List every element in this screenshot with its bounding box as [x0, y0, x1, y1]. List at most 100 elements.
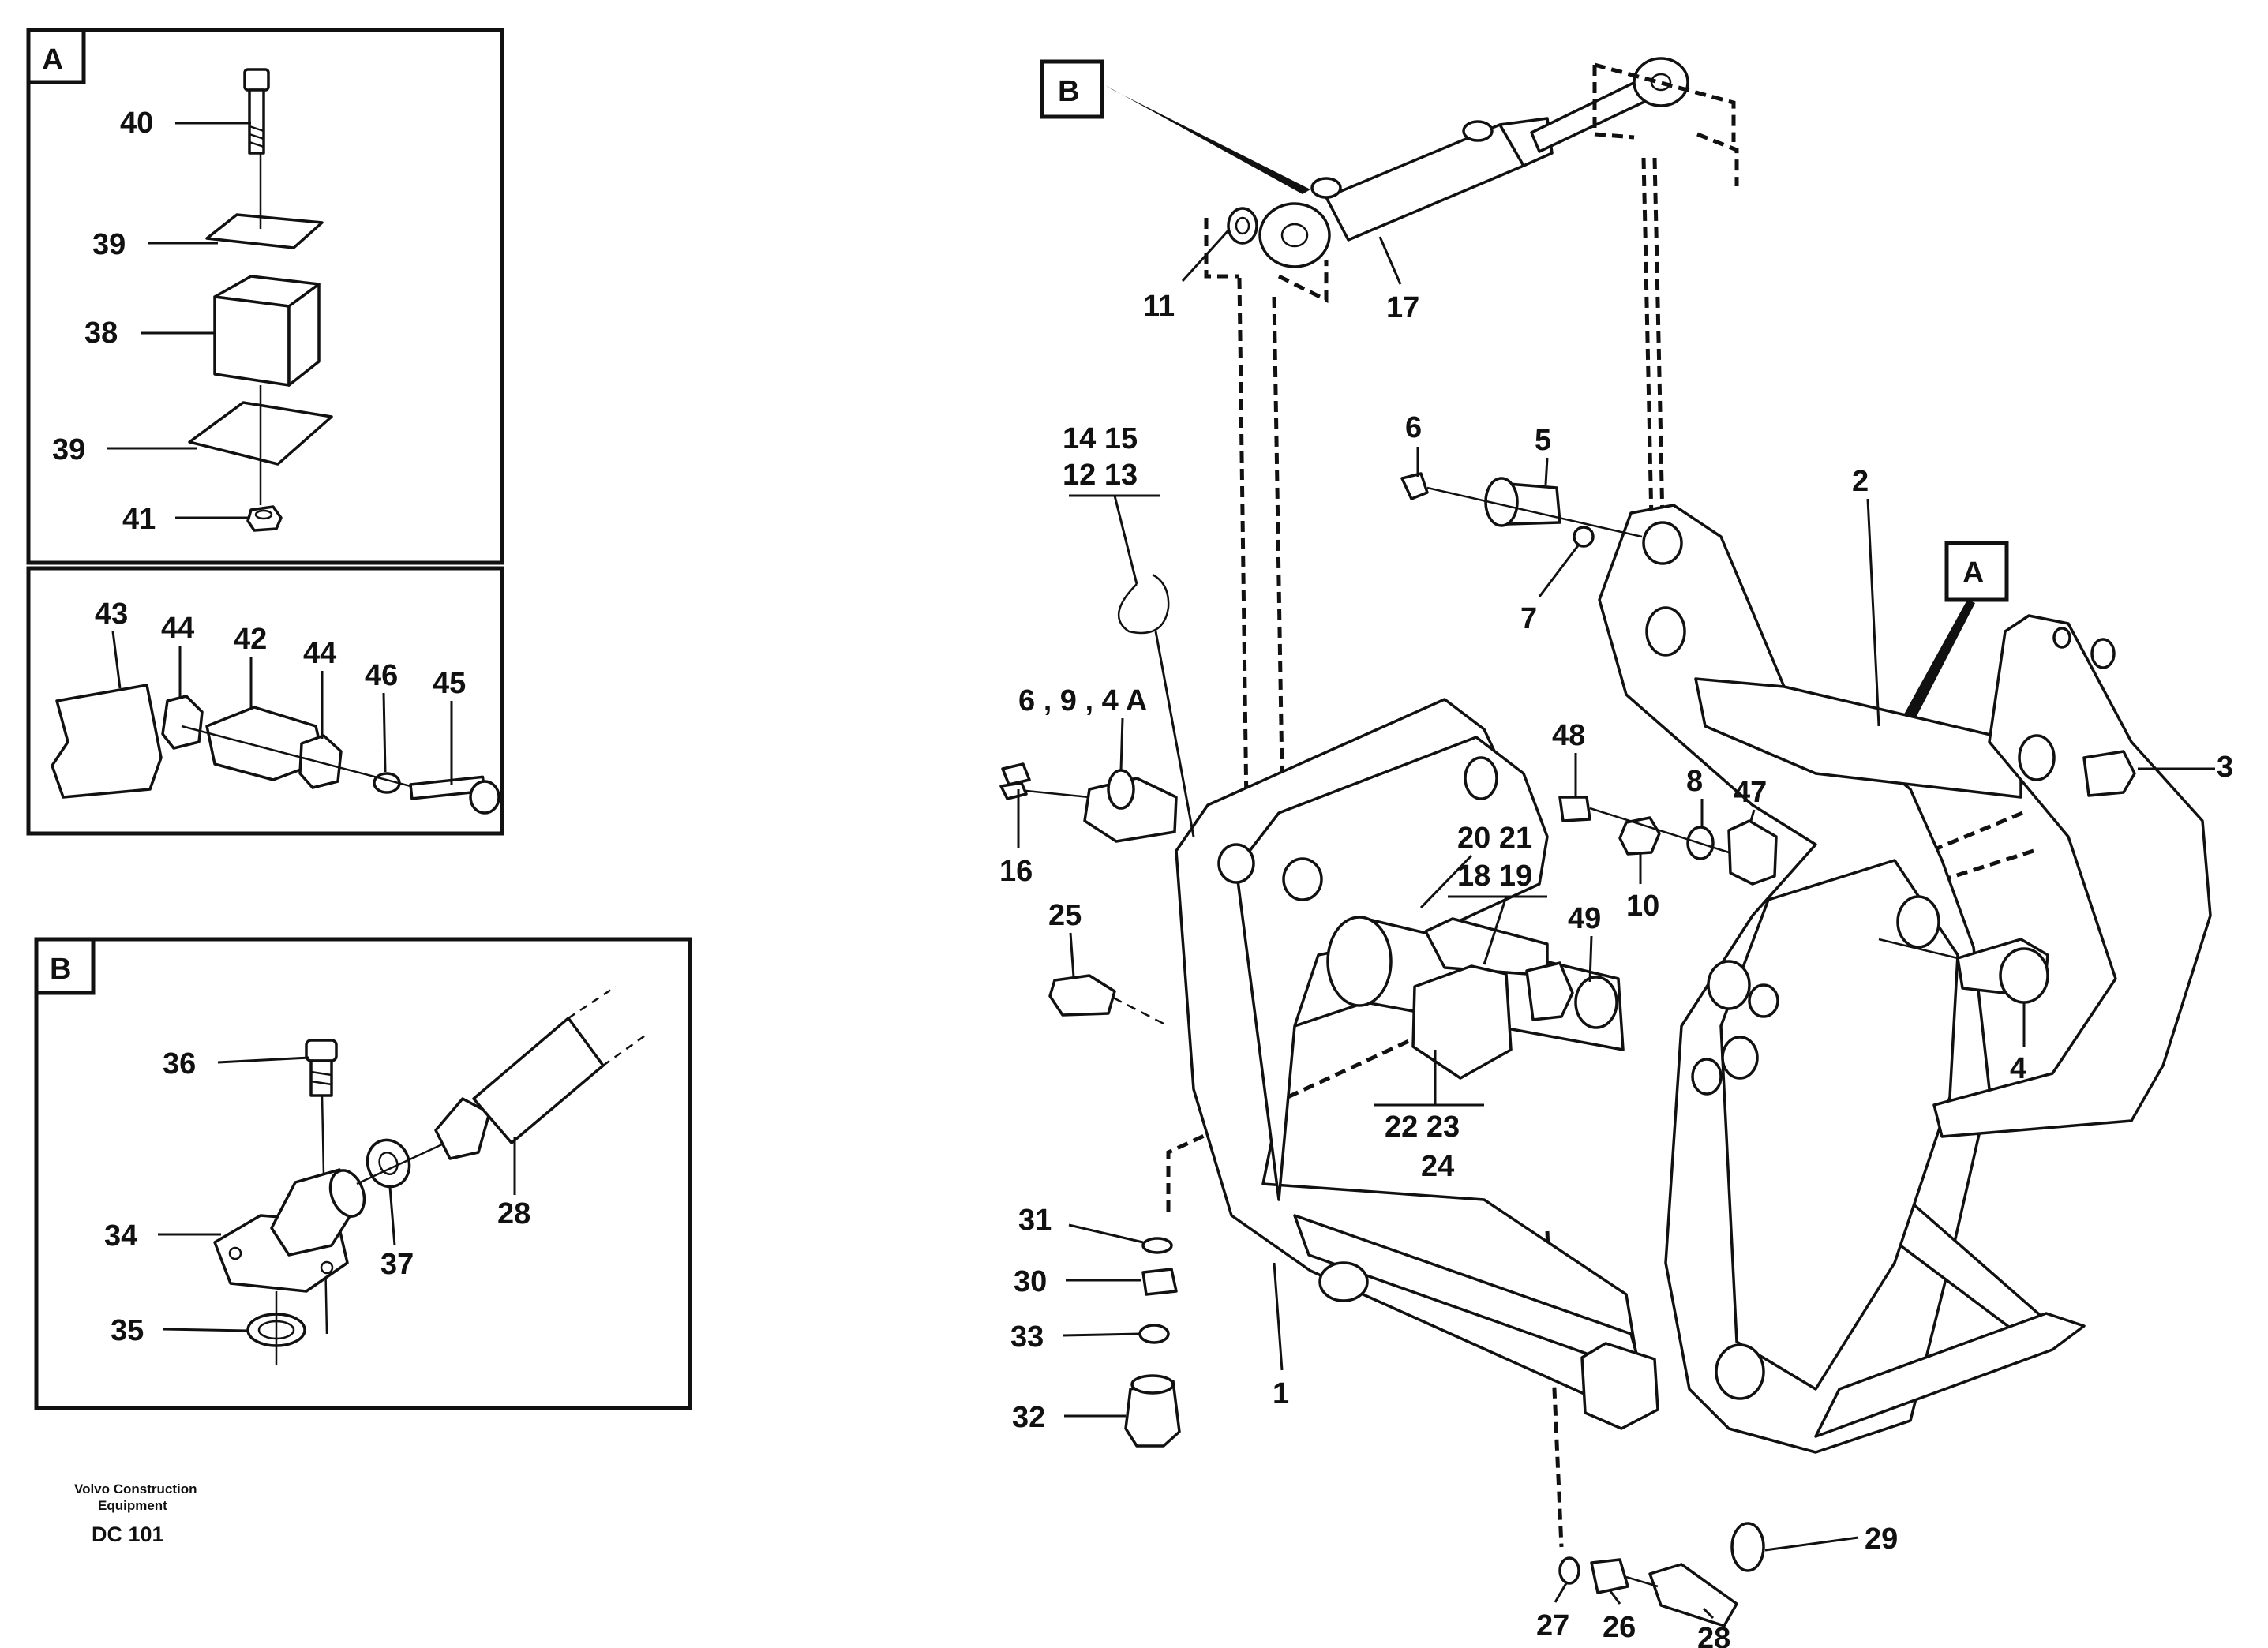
detail-b-label: B — [50, 953, 71, 986]
callout-31: 31 — [1018, 1204, 1052, 1237]
callout-40: 40 — [120, 107, 153, 140]
callout-39-bottom: 39 — [52, 433, 85, 466]
lug-lower — [1318, 1261, 1369, 1302]
brand-line-2: Equipment — [98, 1498, 167, 1513]
bolt-40 — [243, 68, 270, 155]
callout-1: 1 — [1273, 1377, 1289, 1410]
b-pointer — [1105, 85, 1310, 194]
callout-38: 38 — [84, 316, 118, 350]
main-b-label: B — [1058, 75, 1079, 108]
frame-1 — [1175, 698, 1644, 1414]
washer-11 — [1227, 207, 1258, 245]
pivot-shaft — [1326, 916, 1625, 1080]
callout-44-left: 44 — [161, 612, 194, 645]
nut-30 — [1141, 1268, 1178, 1296]
washer-37 — [366, 1138, 411, 1189]
main-assembly: B A — [999, 57, 2233, 1648]
bolt-36 — [305, 1039, 338, 1097]
pad-43 — [51, 684, 163, 799]
diagram-code: DC 101 — [92, 1523, 164, 1546]
callout-14-15: 14 15 — [1063, 422, 1138, 455]
callout-36: 36 — [163, 1047, 196, 1081]
washer-33 — [1138, 1324, 1170, 1344]
cyl-bracket-right — [1592, 62, 1739, 186]
callout-22-23: 22 23 — [1385, 1111, 1460, 1144]
main-a-label: A — [1962, 556, 1984, 590]
callout-46: 46 — [365, 659, 398, 692]
callout-41: 41 — [122, 503, 156, 536]
callout-45: 45 — [433, 667, 466, 700]
detail-a-label: A — [42, 43, 63, 77]
callout-25: 25 — [1048, 899, 1082, 932]
callout-43: 43 — [95, 597, 128, 631]
bracket-3-side — [1932, 614, 2212, 1138]
pin-5 — [1484, 477, 1561, 527]
detail-a-tag — [26, 28, 86, 84]
callout-35: 35 — [111, 1314, 144, 1347]
callout-6-9-4a: 6 , 9 , 4 A — [1018, 684, 1147, 717]
callout-30: 30 — [1014, 1265, 1047, 1298]
callout-33: 33 — [1010, 1320, 1044, 1354]
callout-28-detail: 28 — [497, 1197, 530, 1230]
detail-b-tag — [34, 937, 96, 995]
washer-31 — [1141, 1237, 1173, 1254]
callout-16: 16 — [999, 855, 1033, 888]
cylinder-17 — [1258, 57, 1689, 268]
callout-17: 17 — [1386, 291, 1419, 324]
fitting-26 — [1590, 1558, 1629, 1594]
callout-47: 47 — [1734, 776, 1767, 809]
callout-7: 7 — [1520, 602, 1537, 635]
callout-2: 2 — [1852, 465, 1869, 498]
callout-37: 37 — [380, 1248, 414, 1281]
bush-47 — [1727, 819, 1778, 886]
plate-39-top — [205, 213, 324, 249]
lug-bottom — [1580, 1342, 1659, 1430]
callout-12-13: 12 13 — [1063, 459, 1138, 492]
detail-a: A 40 39 38 39 41 — [26, 28, 504, 565]
callout-18-19: 18 19 — [1457, 860, 1532, 893]
callout-44-right: 44 — [303, 637, 336, 670]
brand-line-1: Volvo Construction — [74, 1481, 197, 1496]
clip-29 — [1730, 1522, 1765, 1572]
circlip-12 — [1117, 573, 1170, 635]
callout-27: 27 — [1536, 1609, 1569, 1642]
hose-28 — [1648, 1563, 1738, 1627]
jaw-2 — [1598, 504, 2086, 1454]
main-b-tag — [1040, 59, 1104, 119]
bracket-44-left — [161, 695, 204, 750]
block-38 — [213, 275, 321, 387]
callout-8: 8 — [1686, 765, 1703, 798]
detail-a-lower-frame — [26, 566, 504, 836]
detail-a-frame — [26, 28, 504, 565]
link-line-circlip — [1154, 631, 1195, 837]
callout-6: 6 — [1405, 411, 1422, 444]
callout-39-top: 39 — [92, 228, 126, 261]
fitting-25 — [1048, 974, 1116, 1017]
callout-34: 34 — [104, 1219, 137, 1253]
callout-32: 32 — [1012, 1401, 1045, 1434]
detail-b-frame — [34, 937, 692, 1410]
arm-2 — [1694, 677, 2022, 799]
callout-24: 24 — [1421, 1150, 1454, 1183]
fitting-48 — [1558, 796, 1591, 822]
callout-3: 3 — [2217, 751, 2233, 784]
align-right — [1641, 157, 1665, 522]
oring-27 — [1558, 1556, 1580, 1585]
detail-a-lower: 43 44 42 44 46 45 — [26, 566, 504, 836]
bush-3 — [2082, 750, 2136, 797]
callout-11: 11 — [1143, 290, 1175, 323]
main-a-tag — [1944, 541, 2009, 602]
pin-4-right — [1878, 938, 2049, 1004]
elbow-34 — [213, 1168, 366, 1293]
hose-28-detail — [434, 985, 648, 1160]
callout-48: 48 — [1552, 719, 1585, 752]
bolt-45 — [409, 775, 500, 815]
callout-29: 29 — [1865, 1523, 1898, 1556]
callout-49: 49 — [1568, 902, 1601, 935]
cyl-bracket-left — [1204, 218, 1329, 304]
align-31 — [1166, 1032, 1426, 1215]
nut-41 — [246, 505, 283, 532]
callout-42: 42 — [234, 623, 267, 656]
callout-4: 4 — [2010, 1052, 2026, 1085]
